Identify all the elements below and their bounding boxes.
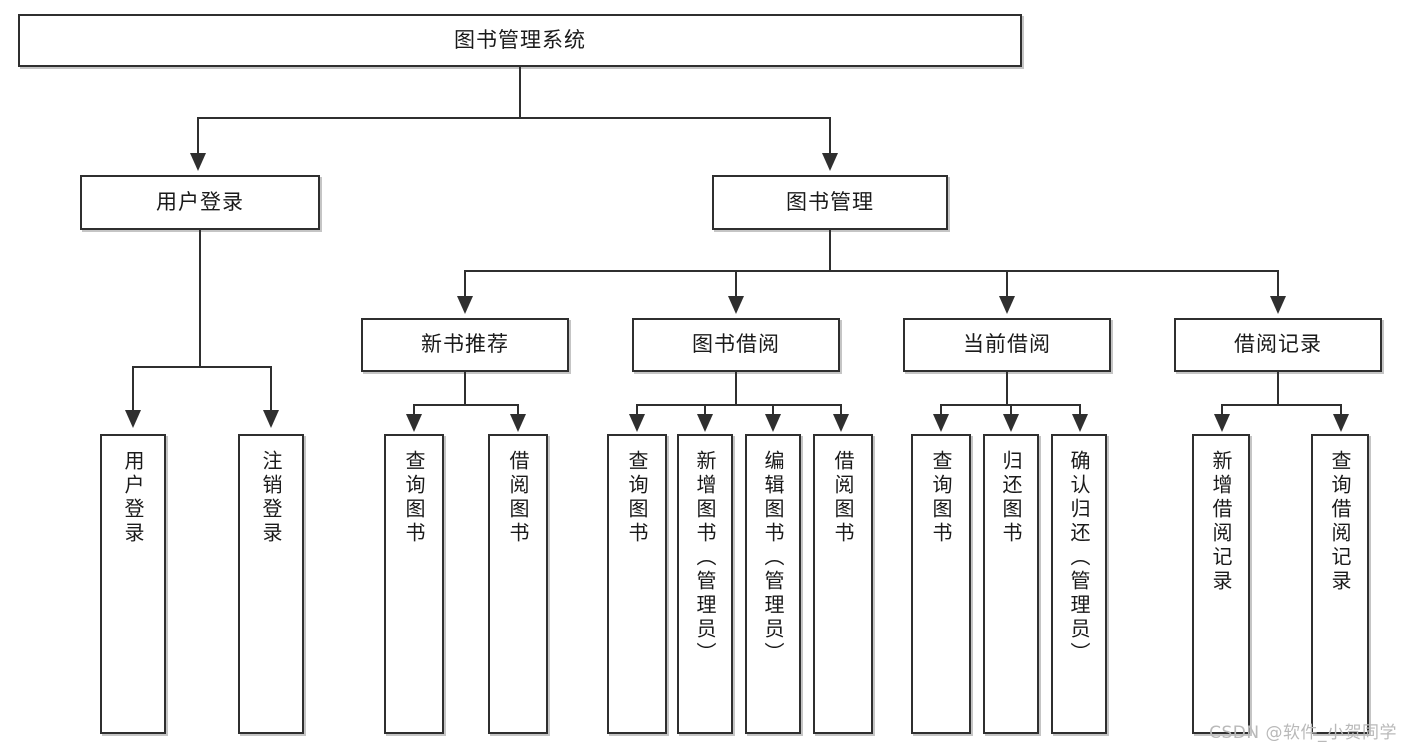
- arrowhead-borrow-record-to-leaf-2: [1333, 414, 1349, 432]
- leaf-record-query-borrow-record[interactable]: 查询借阅记录: [1311, 434, 1369, 734]
- connector-new-book-to-leaf-2: [517, 404, 519, 416]
- arrowhead-bm-to-borrow-record: [1270, 296, 1286, 314]
- node-label: 图书管理系统: [454, 27, 586, 52]
- node-root-book-management-system[interactable]: 图书管理系统: [18, 14, 1022, 67]
- connector-root-stem: [519, 67, 521, 118]
- leaf-current-query-book[interactable]: 查询图书: [911, 434, 971, 734]
- leaf-label: 注销登录: [259, 450, 283, 546]
- connector-user-login-stem: [199, 230, 201, 368]
- connector-book-management-stem: [829, 230, 831, 272]
- connector-borrow-record-bus: [1222, 404, 1341, 406]
- leaf-label: 新增图书（管理员）: [693, 450, 717, 666]
- leaf-label: 查询图书: [402, 450, 426, 546]
- leaf-label: 查询图书: [929, 450, 953, 546]
- leaf-label: 用户登录: [121, 450, 145, 546]
- arrowhead-new-book-to-leaf-1: [406, 414, 422, 432]
- node-label: 借阅记录: [1234, 332, 1322, 357]
- csdn-watermark: CSDN @软件_小贺同学: [1209, 723, 1397, 743]
- node-label: 图书管理: [786, 189, 874, 214]
- leaf-record-add-borrow-record[interactable]: 新增借阅记录: [1192, 434, 1250, 734]
- connector-book-borrow-stem: [735, 372, 737, 406]
- connector-current-borrow-to-leaf-1: [940, 404, 942, 416]
- leaf-label: 编辑图书（管理员）: [761, 450, 785, 666]
- connector-bm-to-borrow-record: [1277, 270, 1279, 298]
- leaf-user-login[interactable]: 用户登录: [100, 434, 166, 734]
- node-label: 当前借阅: [963, 332, 1051, 357]
- leaf-newbook-borrow-book[interactable]: 借阅图书: [488, 434, 548, 734]
- arrowhead-bm-to-current-borrow: [999, 296, 1015, 314]
- leaf-label: 确认归还（管理员）: [1067, 450, 1091, 666]
- connector-book-management-bus: [465, 270, 1278, 272]
- arrowhead-new-book-to-leaf-2: [510, 414, 526, 432]
- leaf-logout-login[interactable]: 注销登录: [238, 434, 304, 734]
- node-user-login[interactable]: 用户登录: [80, 175, 320, 230]
- leaf-borrow-add-book-admin[interactable]: 新增图书（管理员）: [677, 434, 733, 734]
- connector-new-book-bus: [414, 404, 518, 406]
- connector-root-to-user-login: [197, 117, 199, 155]
- connector-user-login-to-leaf-1: [132, 366, 134, 412]
- node-label: 用户登录: [156, 189, 244, 214]
- node-new-book-recommend[interactable]: 新书推荐: [361, 318, 569, 372]
- node-book-borrow[interactable]: 图书借阅: [632, 318, 840, 372]
- connector-current-borrow-to-leaf-2: [1010, 404, 1012, 416]
- arrowhead-root-to-user-login: [190, 153, 206, 171]
- connector-book-borrow-bus: [637, 404, 841, 406]
- arrowhead-current-borrow-to-leaf-2: [1003, 414, 1019, 432]
- connector-new-book-stem: [464, 372, 466, 406]
- arrowhead-current-borrow-to-leaf-3: [1072, 414, 1088, 432]
- leaf-label: 借阅图书: [831, 450, 855, 546]
- connector-current-borrow-stem: [1006, 372, 1008, 406]
- connector-root-bus: [198, 117, 830, 119]
- leaf-label: 查询图书: [625, 450, 649, 546]
- connector-user-login-to-leaf-2: [270, 366, 272, 412]
- arrowhead-borrow-record-to-leaf-1: [1214, 414, 1230, 432]
- leaf-newbook-query-book[interactable]: 查询图书: [384, 434, 444, 734]
- leaf-borrow-borrow-book[interactable]: 借阅图书: [813, 434, 873, 734]
- connector-borrow-record-to-leaf-2: [1340, 404, 1342, 416]
- arrowhead-book-borrow-to-leaf-3: [765, 414, 781, 432]
- node-book-management[interactable]: 图书管理: [712, 175, 948, 230]
- arrowhead-book-borrow-to-leaf-1: [629, 414, 645, 432]
- connector-user-login-bus: [133, 366, 271, 368]
- connector-new-book-to-leaf-1: [413, 404, 415, 416]
- connector-book-borrow-to-leaf-4: [840, 404, 842, 416]
- connector-borrow-record-to-leaf-1: [1221, 404, 1223, 416]
- arrowhead-current-borrow-to-leaf-1: [933, 414, 949, 432]
- node-label: 图书借阅: [692, 332, 780, 357]
- leaf-borrow-edit-book-admin[interactable]: 编辑图书（管理员）: [745, 434, 801, 734]
- leaf-current-return-book[interactable]: 归还图书: [983, 434, 1039, 734]
- connector-book-borrow-to-leaf-1: [636, 404, 638, 416]
- connector-bm-to-book-borrow: [735, 270, 737, 298]
- arrowhead-bm-to-book-borrow: [728, 296, 744, 314]
- connector-book-borrow-to-leaf-3: [772, 404, 774, 416]
- arrowhead-bm-to-new-book: [457, 296, 473, 314]
- leaf-label: 新增借阅记录: [1209, 450, 1233, 594]
- node-current-borrow[interactable]: 当前借阅: [903, 318, 1111, 372]
- connector-current-borrow-to-leaf-3: [1079, 404, 1081, 416]
- arrowhead-user-login-to-leaf-2: [263, 410, 279, 428]
- arrowhead-book-borrow-to-leaf-2: [697, 414, 713, 432]
- leaf-label: 查询借阅记录: [1328, 450, 1352, 594]
- connector-root-to-book-management: [829, 117, 831, 155]
- arrowhead-root-to-book-management: [822, 153, 838, 171]
- leaf-current-confirm-return-admin[interactable]: 确认归还（管理员）: [1051, 434, 1107, 734]
- connector-bm-to-new-book: [464, 270, 466, 298]
- connector-bm-to-current-borrow: [1006, 270, 1008, 298]
- leaf-label: 归还图书: [999, 450, 1023, 546]
- node-label: 新书推荐: [421, 332, 509, 357]
- leaf-label: 借阅图书: [506, 450, 530, 546]
- connector-borrow-record-stem: [1277, 372, 1279, 406]
- node-borrow-record[interactable]: 借阅记录: [1174, 318, 1382, 372]
- arrowhead-book-borrow-to-leaf-4: [833, 414, 849, 432]
- connector-book-borrow-to-leaf-2: [704, 404, 706, 416]
- leaf-borrow-query-book[interactable]: 查询图书: [607, 434, 667, 734]
- arrowhead-user-login-to-leaf-1: [125, 410, 141, 428]
